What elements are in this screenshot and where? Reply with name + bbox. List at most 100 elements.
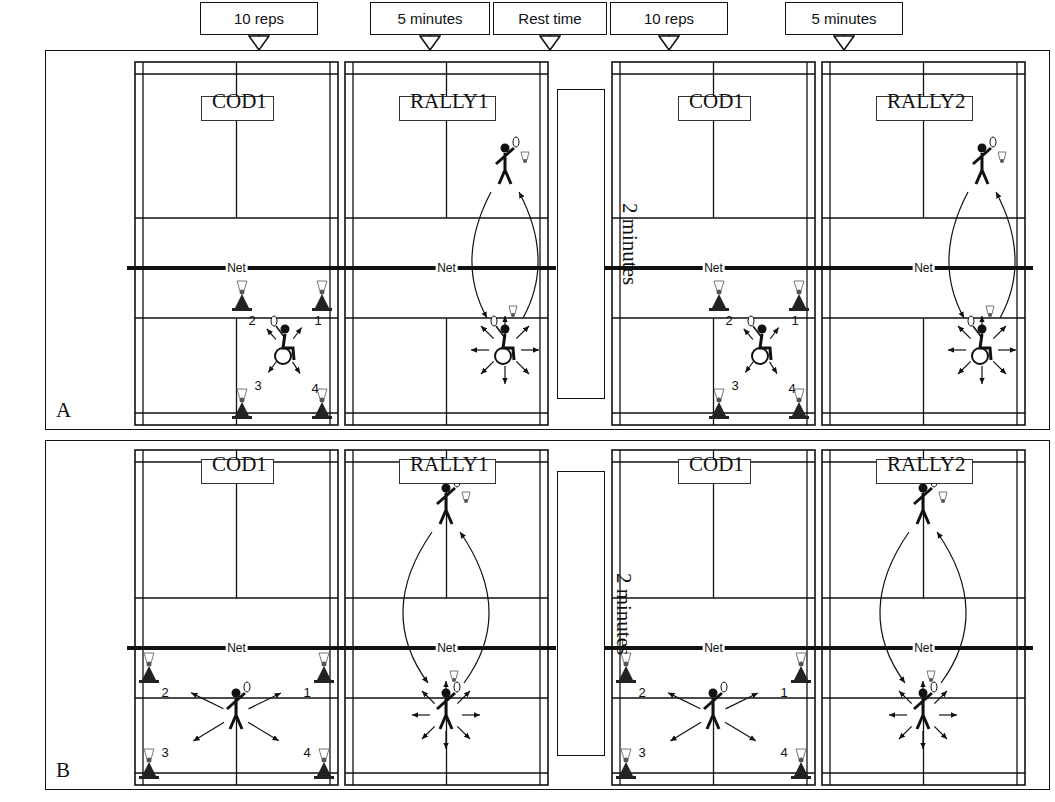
drill-label-box: RALLY1 bbox=[399, 96, 496, 121]
cone-with-shuttle bbox=[314, 749, 334, 779]
position-number: 2 bbox=[725, 314, 732, 327]
shuttle-path bbox=[937, 532, 966, 683]
position-number: 1 bbox=[780, 686, 787, 699]
court-line bbox=[446, 318, 447, 425]
court-line bbox=[352, 450, 353, 785]
net-label: Net bbox=[435, 261, 458, 275]
movement-arrow bbox=[745, 361, 753, 372]
racket bbox=[244, 682, 250, 692]
callout-arrow bbox=[843, 35, 845, 50]
court-line bbox=[329, 450, 330, 785]
cone-base bbox=[312, 308, 332, 311]
movement-arrow bbox=[516, 326, 529, 339]
cone-base bbox=[232, 308, 252, 311]
cone-with-shuttle bbox=[791, 749, 811, 779]
cone-with-shuttle bbox=[789, 281, 809, 311]
callout-box: 5 minutes bbox=[785, 2, 903, 35]
cone bbox=[793, 762, 809, 778]
player-head bbox=[919, 484, 928, 493]
player-head bbox=[442, 689, 451, 698]
racket-arm bbox=[973, 326, 982, 338]
cone-base bbox=[232, 416, 252, 419]
shuttle-cork bbox=[797, 398, 802, 403]
movement-arrow bbox=[191, 693, 223, 709]
position-number: 1 bbox=[303, 686, 310, 699]
panel-frame: COD1RALLY12 minutesCOD1RALLY2B bbox=[45, 440, 1050, 790]
standing-player bbox=[496, 137, 519, 184]
court-line bbox=[806, 450, 807, 785]
court-outline bbox=[612, 62, 815, 425]
badminton-court bbox=[127, 450, 346, 785]
movement-arrow bbox=[457, 691, 470, 704]
cone-base bbox=[789, 416, 809, 419]
badminton-court bbox=[127, 62, 346, 425]
wheelchair-player bbox=[271, 316, 294, 364]
player-head bbox=[442, 484, 451, 493]
net-label: Net bbox=[435, 641, 458, 655]
movement-arrow bbox=[981, 366, 982, 384]
cone bbox=[316, 666, 332, 682]
court-line bbox=[142, 62, 143, 425]
player-body bbox=[914, 693, 932, 729]
cone bbox=[314, 294, 330, 310]
court-outline bbox=[135, 450, 338, 785]
wheelchair-player bbox=[491, 316, 514, 364]
cone bbox=[141, 762, 157, 778]
movement-arrow bbox=[481, 326, 494, 339]
shuttle-feathers bbox=[998, 152, 1006, 160]
shuttle-path bbox=[996, 192, 1015, 318]
standing-player bbox=[973, 137, 996, 184]
cone bbox=[711, 402, 727, 418]
cone-with-shuttle bbox=[791, 653, 811, 683]
cone-base bbox=[139, 776, 159, 779]
net-label: Net bbox=[912, 261, 935, 275]
shuttle-cork bbox=[511, 313, 515, 317]
shuttle-feathers bbox=[509, 306, 517, 314]
movement-arrow bbox=[267, 329, 276, 340]
drill-label-box: RALLY2 bbox=[876, 96, 973, 121]
cone-with-shuttle bbox=[709, 281, 729, 311]
panel-letter: A bbox=[56, 398, 71, 423]
movement-arrow bbox=[922, 731, 923, 749]
cone bbox=[314, 402, 330, 418]
net-label: Net bbox=[225, 641, 248, 655]
movement-arrow bbox=[293, 362, 301, 374]
callout-arrow bbox=[668, 35, 670, 50]
position-number: 1 bbox=[314, 314, 321, 327]
position-number: 3 bbox=[161, 746, 168, 759]
cone-base bbox=[616, 680, 636, 683]
court-line bbox=[713, 62, 714, 218]
player-head bbox=[281, 325, 290, 334]
court-line bbox=[829, 62, 830, 425]
movement-arrow bbox=[726, 693, 758, 709]
player-head bbox=[501, 325, 510, 334]
rest-bar: 2 minutes bbox=[557, 89, 605, 399]
badminton-court bbox=[814, 450, 1033, 785]
racket bbox=[968, 316, 974, 326]
movement-arrow bbox=[725, 722, 756, 741]
shuttle-path bbox=[403, 532, 432, 683]
wheel bbox=[275, 348, 291, 364]
standing-player bbox=[704, 682, 727, 729]
court-outline bbox=[822, 450, 1025, 785]
standing-player bbox=[437, 477, 460, 524]
cone-with-shuttle bbox=[709, 389, 729, 419]
shuttle-feathers bbox=[986, 306, 994, 314]
position-number: 2 bbox=[638, 686, 645, 699]
court-line bbox=[923, 62, 924, 218]
movement-arrow bbox=[481, 361, 494, 374]
movement-arrow bbox=[993, 361, 1006, 374]
label-text: 5 minutes bbox=[397, 10, 462, 27]
court-outline bbox=[135, 62, 338, 425]
position-number: 4 bbox=[303, 746, 310, 759]
wheelchair-player bbox=[748, 316, 771, 364]
player-head bbox=[758, 325, 767, 334]
shuttle-cork bbox=[717, 398, 722, 403]
standing-player bbox=[914, 477, 937, 524]
label-text: Rest time bbox=[518, 10, 581, 27]
player-body bbox=[437, 693, 455, 729]
racket bbox=[931, 682, 937, 692]
movement-arrow bbox=[412, 714, 430, 715]
wheel bbox=[495, 348, 511, 364]
movement-arrow bbox=[668, 693, 700, 709]
